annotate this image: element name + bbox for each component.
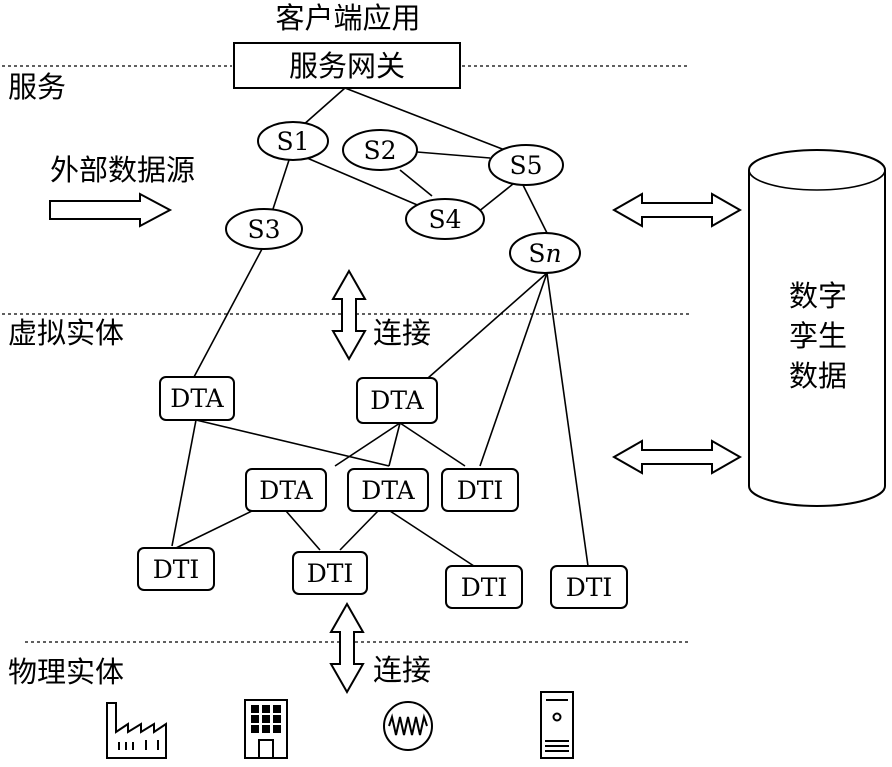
connect-label-lower: 连接: [373, 653, 431, 687]
external-source-label: 外部数据源: [50, 153, 195, 187]
building-icon: [244, 699, 288, 759]
dti-node-5: [550, 565, 628, 609]
gateway-label: 服务网关: [289, 49, 405, 83]
dti-node-2-label: DTI: [153, 555, 200, 584]
dti-node-2: [137, 547, 215, 591]
service-node-s4-label: S4: [428, 205, 461, 234]
twin-data-cylinder: [748, 149, 886, 507]
service-node-s3-label: S3: [247, 215, 280, 244]
twin-data-upper-double-arrow-icon: [611, 192, 743, 228]
dti-node-1-label: DTI: [457, 476, 504, 505]
layer-label-virtual: 虚拟实体: [8, 316, 124, 350]
factory-icon: [106, 702, 167, 759]
server-icon: [540, 691, 574, 759]
dta-node-3: [245, 468, 327, 512]
layer-label-physical: 物理实体: [8, 655, 124, 689]
twin-data-label-2: 孪生: [789, 319, 847, 353]
service-edges: [193, 87, 548, 378]
dta-node-1: [159, 376, 235, 421]
dti-node-4-label: DTI: [461, 573, 508, 602]
virtual-physical-connect-arrow-icon: [329, 601, 365, 695]
dta-node-2-label: DTA: [370, 386, 424, 415]
service-node-s2: [342, 129, 418, 171]
twin-data-label-1: 数字: [789, 279, 847, 313]
service-node-s5: [488, 144, 564, 186]
sensor-wave-icon: [383, 701, 433, 751]
twin-data-lower-double-arrow-icon: [611, 439, 743, 475]
dta-node-3-label: DTA: [259, 476, 313, 505]
dta-node-1-label: DTA: [170, 384, 224, 413]
service-node-sn: [509, 232, 581, 274]
dti-node-1: [441, 468, 519, 512]
service-node-s3: [225, 208, 303, 250]
external-source-arrow-icon: [49, 192, 173, 228]
dta-node-4-label: DTA: [361, 476, 415, 505]
dti-node-3: [292, 551, 368, 595]
dti-node-3-label: DTI: [307, 559, 354, 588]
dti-node-5-label: DTI: [566, 573, 613, 602]
service-node-s1: [257, 121, 329, 161]
service-node-s2-label: S2: [363, 136, 396, 165]
dti-node-4: [445, 565, 523, 609]
service-node-s5-label: S5: [509, 151, 542, 180]
virtual-entity-edges: [171, 272, 589, 571]
service-node-s4: [405, 198, 485, 240]
service-virtual-connect-arrow-icon: [331, 268, 367, 362]
service-node-sn-label: Sn: [528, 239, 561, 268]
gateway-box: [233, 42, 461, 89]
service-node-s1-label: S1: [276, 127, 309, 156]
dta-node-2: [356, 377, 438, 424]
layer-label-service: 服务: [8, 70, 66, 104]
dta-node-4: [347, 468, 429, 512]
twin-data-label-3: 数据: [789, 359, 847, 393]
connect-label-upper: 连接: [373, 316, 431, 350]
client-app-label: 客户端应用: [275, 1, 420, 35]
